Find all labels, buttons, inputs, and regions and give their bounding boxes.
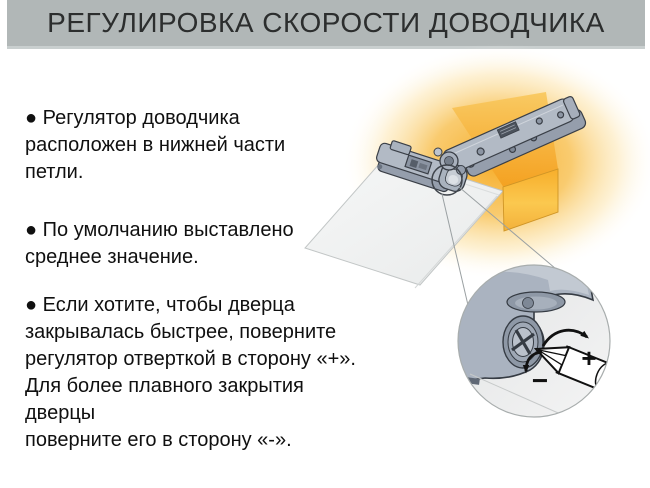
bullet-paragraph: ● Если хотите, чтобы дверца закрывалась … (25, 294, 356, 451)
rotate-arrow-plus (541, 328, 589, 347)
bullet-paragraph: ● По умолчанию выставлено среднее значен… (25, 219, 294, 268)
closeup-top-wheel (522, 297, 534, 309)
title-bar: РЕГУЛИРОВКА СКОРОСТИ ДОВОДЧИКА (7, 0, 645, 49)
closeup-adjustment-wheel (502, 315, 544, 369)
minus-label: − (532, 365, 548, 396)
bullet-paragraph: ● Регулятор доводчика расположен в нижне… (25, 107, 286, 183)
rotate-arrow-minus (522, 350, 543, 374)
page-title: РЕГУЛИРОВКА СКОРОСТИ ДОВОДЧИКА (47, 7, 605, 38)
cabinet-panel-front (502, 168, 559, 232)
bullet-list: ● Регулятор доводчика расположен в нижне… (25, 105, 377, 485)
magnifier-source-circle (431, 164, 463, 196)
plus-label: + (581, 343, 596, 373)
